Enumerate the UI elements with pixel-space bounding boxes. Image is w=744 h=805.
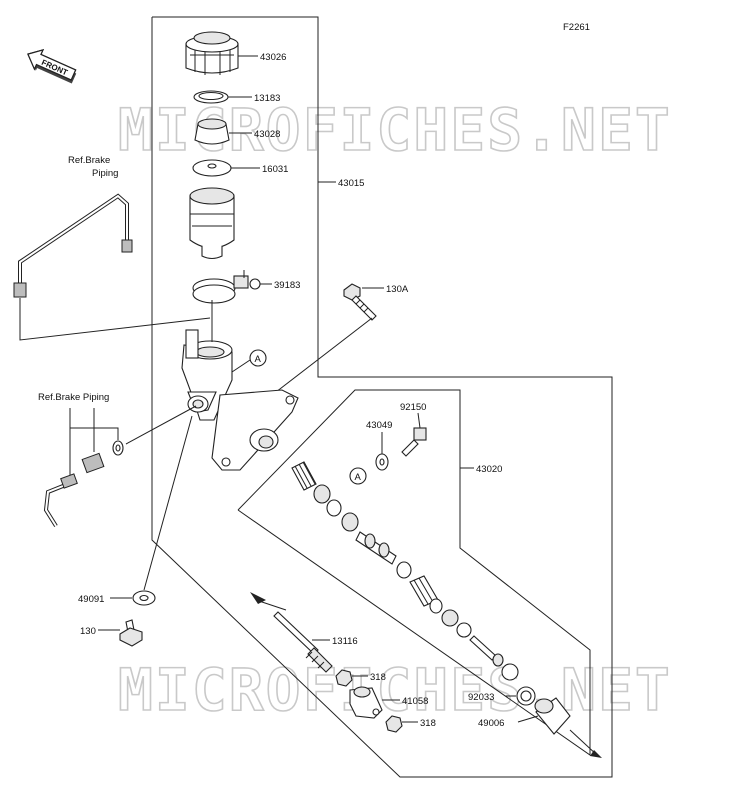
label-13116: 13116 — [332, 636, 358, 647]
boot-49006-part — [534, 697, 571, 735]
label-43026: 43026 — [260, 52, 286, 63]
label-41058: 41058 — [402, 696, 428, 707]
ref-brake-top-line1: Ref.Brake — [68, 155, 110, 166]
bolt-130a-part — [343, 283, 377, 321]
spring-upper-part — [291, 461, 317, 491]
label-43020: 43020 — [476, 464, 502, 475]
pipe-leader-top — [19, 298, 211, 341]
label-130: 130 — [80, 626, 96, 637]
washer-49091-part — [132, 590, 156, 606]
callout-a-upper: A — [249, 349, 267, 367]
washer-43049-part — [375, 453, 389, 471]
label-49006: 49006 — [478, 718, 504, 729]
assembly-outline-43015 — [151, 16, 613, 778]
label-39183: 39183 — [274, 280, 300, 291]
clamp-39183-part — [192, 270, 261, 304]
nut-318-upper-part — [335, 669, 353, 687]
reservoir-body-part — [189, 187, 235, 260]
ref-brake-top-line2: Piping — [92, 168, 118, 179]
pushrod-inner-part — [469, 635, 504, 667]
brake-pipe-top-part — [13, 193, 133, 298]
stopper-part — [501, 663, 519, 681]
ring-13183-part — [193, 90, 229, 104]
piston-part — [355, 531, 397, 565]
assembly-outline-43020 — [237, 389, 591, 756]
label-43015: 43015 — [338, 178, 364, 189]
label-16031: 16031 — [262, 164, 288, 175]
ref-brake-left: Ref.Brake Piping — [38, 392, 109, 403]
diaphragm-43028-part — [194, 118, 230, 145]
label-318-upper: 318 — [370, 672, 386, 683]
bleeder-92150-part — [401, 427, 427, 457]
plate-16031-part — [192, 159, 232, 177]
label-43049: 43049 — [366, 420, 392, 431]
seal-cup-4-part — [396, 561, 412, 579]
front-arrow-icon: FRONT — [27, 48, 77, 84]
svg-text:A: A — [355, 472, 362, 483]
brake-pipe-left-part — [43, 440, 124, 528]
label-92150: 92150 — [400, 402, 426, 413]
callout-a-lower: A — [349, 467, 367, 485]
reservoir-cap-part — [185, 31, 239, 75]
seal-cup-3-part — [341, 512, 359, 532]
label-13183: 13183 — [254, 93, 280, 104]
push-rod-13116-part — [250, 592, 333, 673]
washer-mid-part — [456, 622, 472, 638]
nut-318-lower-part — [385, 715, 403, 733]
master-cylinder-body-part — [181, 329, 299, 471]
seal-cup-1-part — [313, 484, 331, 504]
label-318-lower: 318 — [420, 718, 436, 729]
outline-arrow-right-icon — [590, 750, 602, 758]
clevis-41058-part — [349, 686, 383, 719]
svg-text:A: A — [255, 354, 262, 365]
seal-cup-2-part — [326, 499, 342, 517]
label-49091: 49091 — [78, 594, 104, 605]
bolt-130-part — [119, 619, 143, 647]
watermark-bottom: MICROFICHES.NET — [118, 656, 672, 724]
seal-cup-6-part — [441, 609, 459, 627]
figure-code: F2261 — [563, 22, 590, 33]
snap-ring-92033-part — [516, 686, 536, 706]
label-130a: 130A — [386, 284, 409, 295]
label-92033: 92033 — [468, 692, 494, 703]
label-43028: 43028 — [254, 129, 280, 140]
seal-cup-5-part — [429, 598, 443, 614]
